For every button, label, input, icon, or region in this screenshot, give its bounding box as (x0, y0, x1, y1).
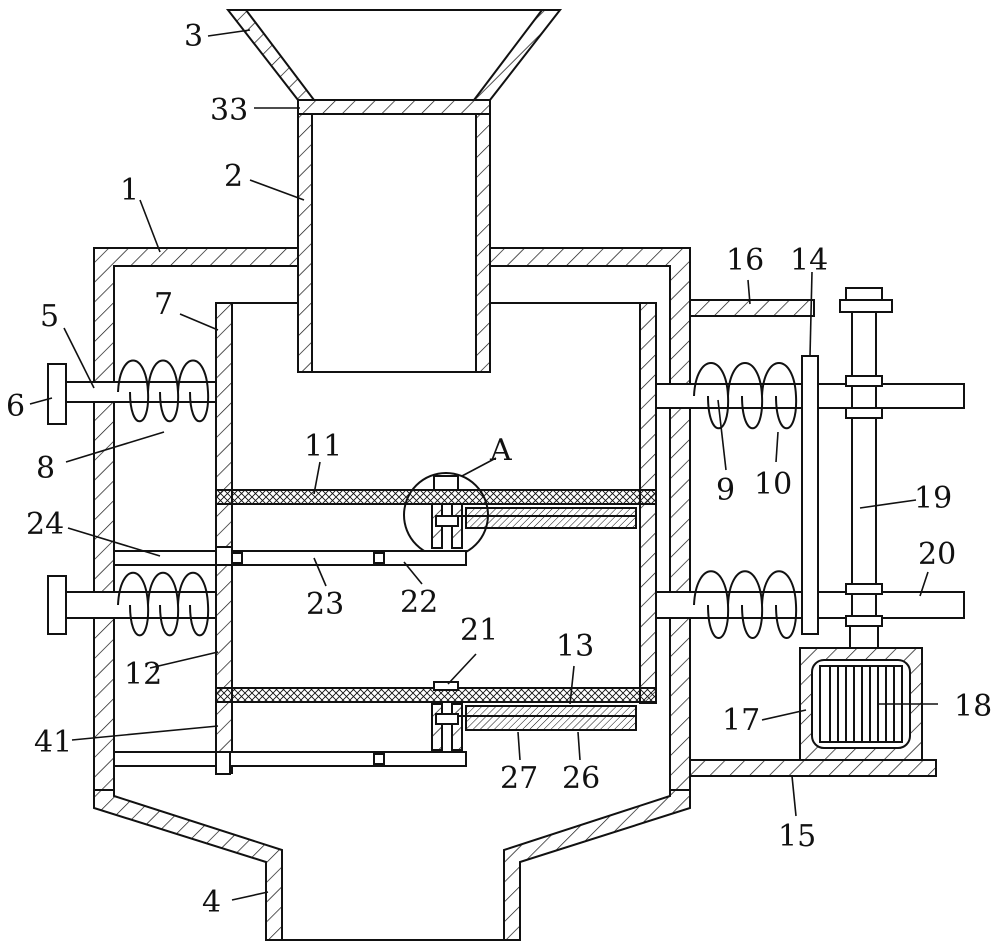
push-rod-lower (113, 751, 467, 775)
reference-labels: 3 33 2 1 16 14 5 7 6 8 11 A 9 10 19 24 2… (6, 19, 992, 920)
label-21: 21 (460, 613, 498, 648)
base-bracket (689, 759, 937, 777)
label-19: 19 (914, 481, 952, 516)
label-18: 18 (954, 689, 992, 724)
label-9: 9 (716, 473, 735, 508)
label-24: 24 (26, 507, 64, 542)
label-3: 3 (184, 19, 203, 54)
label-5: 5 (40, 299, 59, 334)
label-20: 20 (918, 537, 956, 572)
label-14: 14 (790, 243, 828, 278)
label-26: 26 (562, 761, 600, 796)
label-33: 33 (210, 93, 248, 128)
vertical-shaft (839, 287, 893, 649)
hopper (225, 9, 563, 115)
label-8: 8 (36, 451, 55, 486)
label-6: 6 (6, 389, 25, 424)
left-rod-lower (47, 572, 217, 637)
label-A: A (489, 433, 512, 468)
label-13: 13 (556, 629, 594, 664)
label-7: 7 (154, 287, 173, 322)
label-27: 27 (500, 761, 538, 796)
screen-plate-upper (215, 489, 657, 529)
label-16: 16 (726, 243, 764, 278)
label-22: 22 (400, 585, 438, 620)
valve-lower (431, 681, 463, 751)
label-1: 1 (120, 173, 139, 208)
valve-upper (403, 472, 489, 558)
label-12: 12 (124, 657, 162, 692)
top-bracket (689, 299, 815, 317)
leader-lines (29, 29, 938, 901)
label-10: 10 (754, 467, 792, 502)
feed-tube (297, 113, 491, 373)
label-11: 11 (304, 429, 342, 464)
screen-plate-lower (215, 687, 657, 731)
label-2: 2 (224, 159, 243, 194)
push-rod-upper (113, 546, 467, 566)
label-41: 41 (34, 725, 72, 760)
motor-housing (799, 647, 923, 761)
outer-housing (93, 247, 691, 941)
cam-plate (801, 355, 819, 635)
label-15: 15 (778, 819, 816, 854)
left-rod-upper (47, 359, 217, 425)
label-4: 4 (202, 885, 221, 920)
label-17: 17 (722, 703, 760, 738)
label-23: 23 (306, 587, 344, 622)
